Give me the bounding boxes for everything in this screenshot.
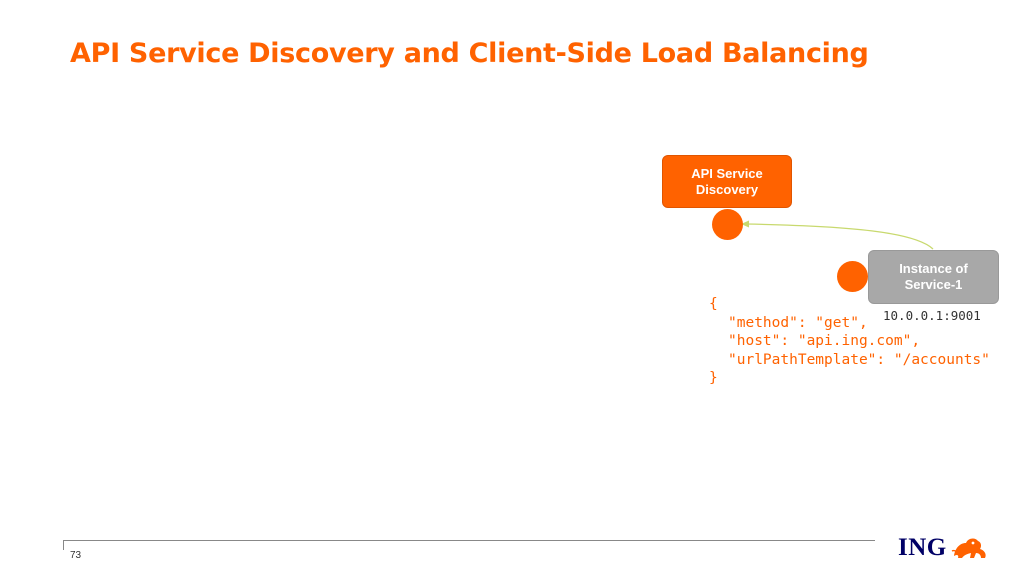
json-method-line: "method": "get", — [728, 314, 868, 331]
service-instance-box: Instance of Service-1 — [868, 250, 999, 304]
footer-divider — [63, 540, 875, 541]
page-number: 73 — [70, 550, 82, 561]
request-json-block: { "method": "get", "host": "api.ing.com", "… — [709, 295, 990, 388]
json-url-template-line: "urlPathTemplate": "/accounts" — [728, 351, 990, 368]
footer-divider-tick — [63, 540, 64, 550]
json-host-line: "host": "api.ing.com", — [728, 333, 921, 349]
discovery-node-dot — [712, 209, 743, 240]
json-close-brace: } — [709, 370, 718, 386]
lion-icon — [951, 538, 986, 558]
ing-logo: ING — [898, 534, 989, 562]
ing-logo-text: ING — [898, 534, 947, 561]
service-instance-label: Instance of Service-1 — [899, 261, 968, 292]
json-open-brace: { — [709, 296, 718, 312]
instance-address: 10.0.0.1:9001 — [883, 308, 981, 323]
slide-title: API Service Discovery and Client-Side Lo… — [70, 38, 869, 69]
api-service-discovery-label: API Service Discovery — [691, 165, 763, 197]
api-service-discovery-box: API Service Discovery — [662, 155, 792, 208]
register-connector-line — [745, 223, 934, 250]
client-node-dot — [837, 261, 868, 292]
